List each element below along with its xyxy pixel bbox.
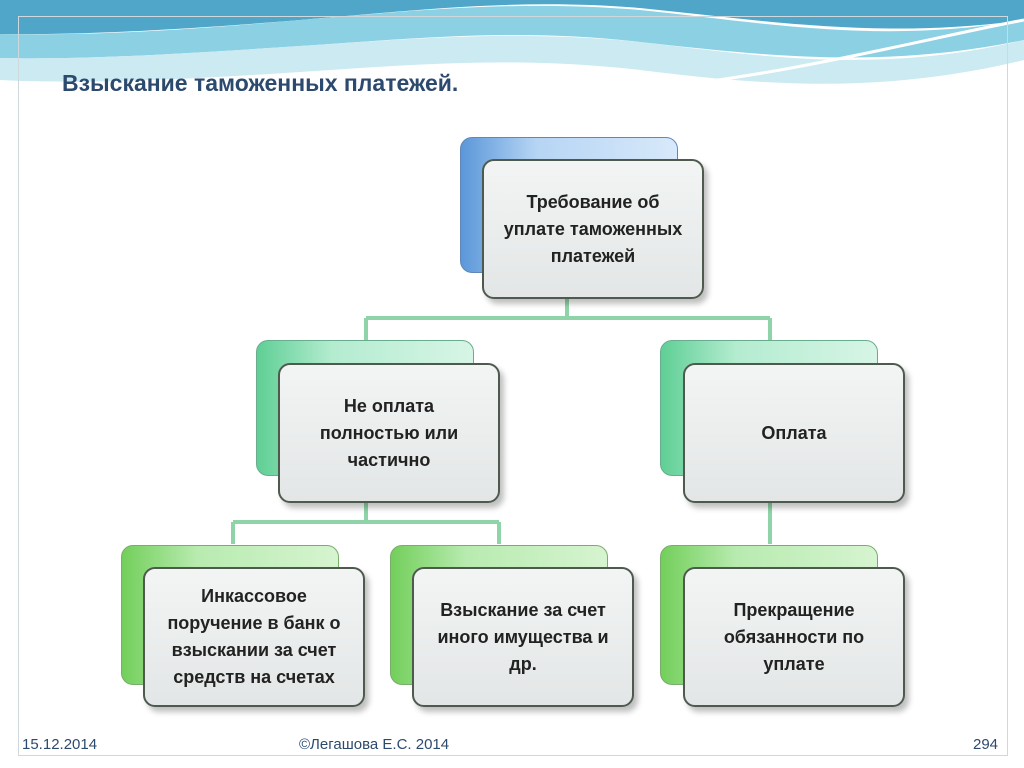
nonpayment-node-label: Не оплата полностью или частично (319, 395, 459, 470)
payment-node: Оплата (683, 363, 905, 503)
termination-node-label: Прекращение обязанности по уплате (723, 599, 865, 674)
slide-frame (18, 16, 1008, 756)
termination-node: Прекращение обязанности по уплате (683, 567, 905, 707)
collection-order-node-label: Инкассовое поручение в банк о взыскании … (167, 586, 341, 687)
footer-author: ©Легашова Е.С. 2014 (299, 736, 450, 753)
footer-date: 15.12.2014 (22, 736, 98, 753)
payment-node-label: Оплата (761, 422, 827, 443)
other-property-node-label: Взыскание за счет иного имущества и др. (437, 599, 609, 674)
nonpayment-node: Не оплата полностью или частично (278, 363, 500, 503)
other-property-node: Взыскание за счет иного имущества и др. (412, 567, 634, 707)
collection-order-node: Инкассовое поручение в банк о взыскании … (143, 567, 365, 707)
footer-page-number: 294 (973, 736, 999, 753)
slide-title: Взыскание таможенных платежей. (62, 70, 459, 96)
root-node-requirement: Требование об уплате таможенных платежей (482, 159, 704, 299)
header-wave-decoration (0, 0, 1024, 113)
root-node-label: Требование об уплате таможенных платежей (503, 191, 683, 266)
